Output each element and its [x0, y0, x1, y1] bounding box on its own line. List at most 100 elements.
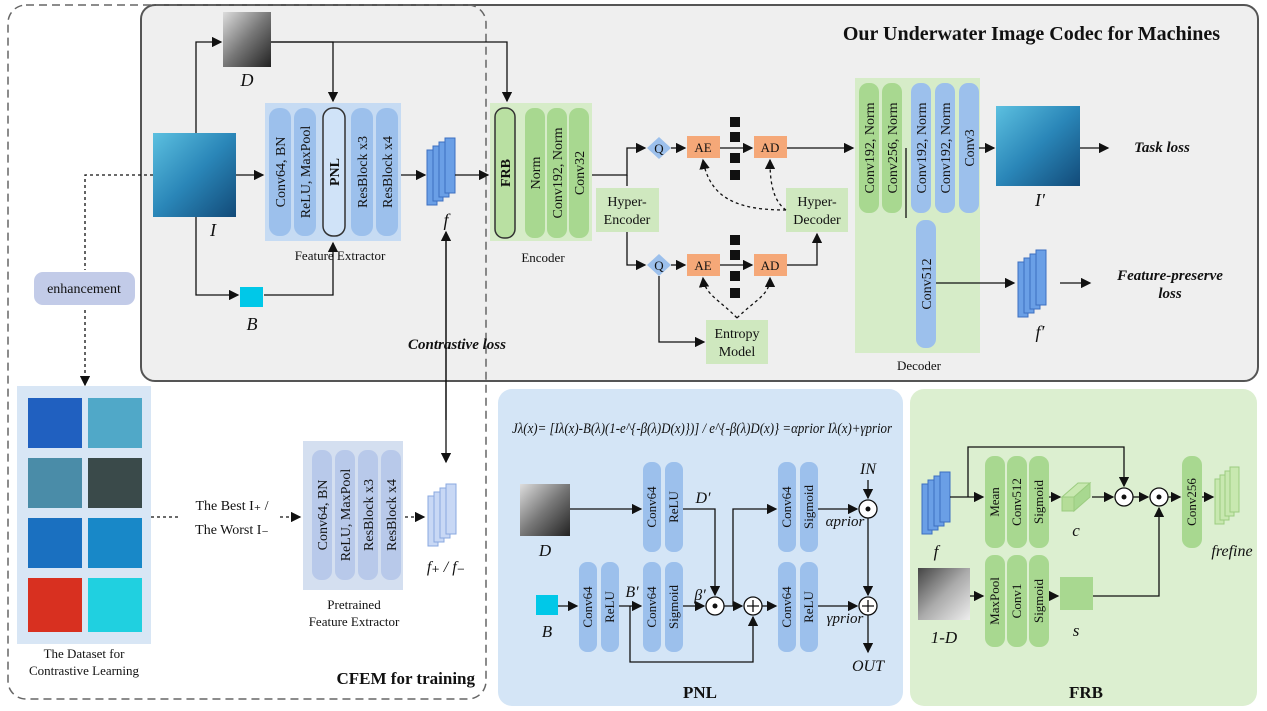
feature-loss-l1: Feature-preserve [1116, 268, 1223, 284]
pnl-in: IN [859, 461, 877, 478]
enc-text-3: Conv32 [573, 151, 588, 195]
pnl-label-D: D [538, 541, 552, 560]
frb-b0: Mean [987, 487, 1002, 517]
hyper-encoder [596, 188, 659, 232]
label-I-prime: I′ [1034, 190, 1046, 210]
decoder-block [911, 83, 931, 213]
fe-block-pnl [322, 107, 346, 237]
pnl-b3: ReLU [666, 491, 681, 523]
fe-block [351, 108, 373, 236]
dataset-l2: Contrastive Learning [29, 663, 140, 678]
hyper-decoder-l2: Decoder [793, 213, 841, 228]
pnl-b0: Conv64 [580, 586, 595, 628]
codec-title: Our Underwater Image Codec for Machines [843, 23, 1220, 45]
frb-f-refine [1214, 466, 1240, 525]
frb-f-map [921, 471, 951, 535]
pnl-b2: Conv64 [644, 486, 659, 528]
decoder-block [882, 83, 902, 213]
pnl-b6: Conv64 [779, 486, 794, 528]
fe-text-4: ResBlock x4 [381, 136, 396, 208]
quantizer-top [647, 137, 671, 159]
pnl-b7: Sigmoid [801, 484, 816, 529]
frb-b5: Sigmoid [1031, 578, 1046, 623]
label-B: B [247, 314, 258, 334]
pnl-B-square [536, 595, 558, 615]
pre-block [358, 450, 378, 580]
fe-label: Feature Extractor [295, 248, 386, 263]
bitstream-bottom [730, 235, 740, 298]
pre-block [312, 450, 332, 580]
ad-top [754, 136, 787, 158]
q-text-top: Q [654, 141, 664, 156]
frb-label-1-d: 1-D [931, 628, 958, 647]
hyper-decoder [786, 188, 848, 232]
fe-block [269, 108, 291, 236]
frb-s-block [1060, 577, 1093, 610]
frb-title: FRB [1069, 683, 1103, 702]
pre-block [335, 450, 355, 580]
feature-map-f-pm [427, 483, 457, 547]
encoder-label: Encoder [521, 250, 565, 265]
pre-block [381, 450, 401, 580]
frb-operators [1114, 487, 1169, 507]
pre-text-3: ResBlock x4 [385, 479, 400, 551]
pnl-b1: ReLU [602, 591, 617, 623]
frb-b4: Conv1 [1009, 584, 1024, 619]
frb-b1: Conv512 [1009, 478, 1024, 526]
frb-label-s: s [1073, 621, 1080, 640]
cfem-panel [7, 4, 487, 700]
dec-text-2: Conv192, Norm [915, 102, 930, 193]
hyper-encoder-l2: Encoder [604, 213, 651, 228]
dec-text-0: Conv192, Norm [863, 102, 878, 193]
pnl-depth-D [520, 484, 570, 536]
frb-one-minus-d-image [918, 568, 970, 620]
pre-text-2: ResBlock x3 [362, 479, 377, 551]
enc-text-0: FRB [499, 159, 514, 187]
pnl-arrows [558, 480, 874, 663]
feature-map-f-prime [1017, 249, 1047, 318]
pnl-gamma: γprior [827, 611, 864, 627]
pnl-blocks [579, 462, 818, 652]
label-f-pm: f₊ / f₋ [427, 559, 465, 576]
input-image-I [153, 133, 236, 217]
pre-label-l2: Feature Extractor [309, 614, 400, 629]
frb-label-f: f [934, 542, 941, 561]
task-loss: Task loss [1134, 140, 1190, 156]
pnl-b4: Conv64 [644, 586, 659, 628]
dec-text-1: Conv256, Norm [886, 102, 901, 193]
ad-bottom [754, 254, 787, 276]
ae-top-text: AE [694, 140, 711, 155]
pnl-beta-prime: β′ [693, 587, 706, 604]
pnl-B-prime: B′ [625, 584, 639, 601]
contrastive-loss: Contrastive loss [408, 337, 506, 353]
dec-text-2b: Conv192, Norm [939, 102, 954, 193]
frb-panel [910, 389, 1257, 706]
background-light-B [240, 287, 263, 307]
encoder-block [547, 108, 567, 238]
cfem-title: CFEM for training [336, 669, 475, 688]
ad-bottom-text: AD [761, 258, 780, 273]
pnl-formula: Jλ(x)= [Iλ(x)-B(λ)(1-e^{-β(λ)D(x)})] / e… [512, 421, 892, 437]
pnl-alpha: αprior [826, 514, 865, 530]
dataset-l1: The Dataset for [44, 646, 126, 661]
enc-text-2: Conv192, Norm [551, 127, 566, 218]
fe-blocks [269, 107, 398, 237]
pre-text-0: Conv64, BN [316, 480, 331, 551]
ae-bottom [687, 254, 720, 276]
output-image [996, 106, 1080, 186]
entropy-model [706, 320, 768, 364]
label-I: I [209, 220, 217, 240]
ae-bottom-text: AE [694, 258, 711, 273]
hyper-decoder-l1: Hyper- [797, 195, 837, 210]
label-f: f [443, 210, 451, 230]
frb-arrows [950, 446, 1215, 602]
fe-text-0: Conv64, BN [274, 137, 289, 208]
fe-text-2: PNL [328, 158, 343, 186]
best-l2: The Worst I₋ [195, 523, 269, 538]
frb-blocks [985, 456, 1202, 647]
fe-text-3: ResBlock x3 [356, 136, 371, 208]
hyper-encoder-l1: Hyper- [607, 195, 647, 210]
dataset-grid [28, 398, 142, 632]
encoder-block [525, 108, 545, 238]
